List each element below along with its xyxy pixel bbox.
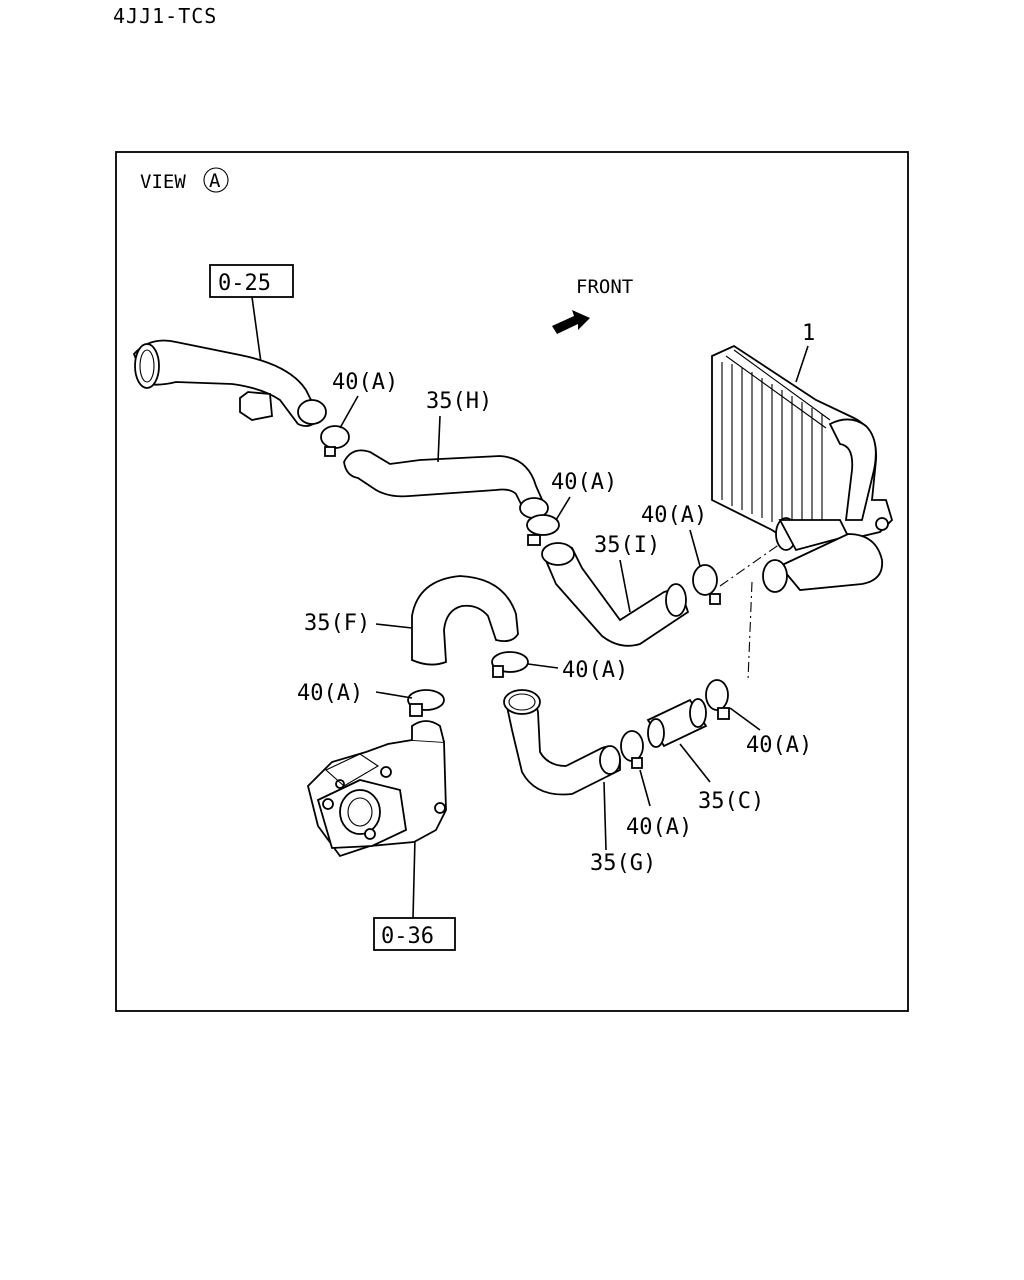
callout-clamp-7: 40(A)	[746, 733, 812, 758]
view-marker: A	[209, 170, 221, 192]
turbo-outlet-pipe	[132, 339, 327, 427]
callout-clamp-3: 40(A)	[641, 503, 707, 528]
clamp-4-icon	[491, 651, 529, 678]
callout-hose-c: 35(C)	[698, 789, 764, 814]
clamp-2-icon	[526, 514, 560, 546]
model-code: 4JJ1-TCS	[113, 4, 218, 28]
ref-box-top	[209, 264, 294, 298]
callout-clamp-6: 40(A)	[626, 815, 692, 840]
callout-hose-g: 35(G)	[590, 851, 656, 876]
intercooler	[711, 344, 894, 593]
callout-hose-i: 35(I)	[594, 533, 660, 558]
callout-clamp-5: 40(A)	[297, 681, 363, 706]
clamp-1-icon	[320, 425, 350, 457]
view-label: VIEW	[140, 171, 186, 193]
callout-part-1: 1	[802, 321, 815, 346]
clamp-6-icon	[620, 730, 644, 769]
callout-hose-h: 35(H)	[426, 389, 492, 414]
hose-i	[541, 542, 690, 647]
callout-clamp-4: 40(A)	[562, 658, 628, 683]
hose-h	[343, 449, 549, 519]
clamp-5-icon	[407, 689, 445, 717]
diagram-frame	[115, 151, 909, 1012]
intake-throttle-body	[307, 720, 447, 858]
ref-box-bottom	[373, 917, 456, 951]
front-arrow-icon	[552, 310, 590, 334]
callout-clamp-2: 40(A)	[551, 470, 617, 495]
callout-clamp-1: 40(A)	[332, 370, 398, 395]
ref-top: 0-25	[218, 271, 271, 296]
callout-hose-f: 35(F)	[304, 611, 370, 636]
view-marker-circle	[203, 167, 229, 193]
hose-c	[646, 698, 708, 748]
front-label: FRONT	[576, 276, 633, 298]
clamp-7-icon	[705, 679, 730, 720]
hose-f	[411, 575, 519, 666]
ref-bottom: 0-36	[381, 924, 434, 949]
clamp-3-icon	[692, 564, 721, 605]
hose-g	[503, 689, 621, 796]
